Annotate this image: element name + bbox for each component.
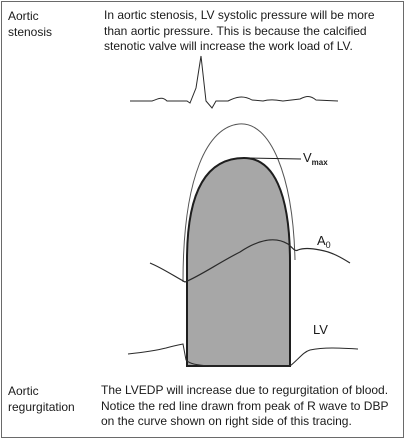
stenosis-section-label: Aortic stenosis xyxy=(8,9,53,39)
outer-pressure-envelope xyxy=(182,123,296,283)
stenosis-description: In aortic stenosis, LV systolic pressure… xyxy=(104,8,375,53)
regurgitation-description: The LVEDP will increase due to regurgita… xyxy=(101,383,389,428)
aortic-pressure-label: A0 xyxy=(317,233,331,250)
lv-label: LV xyxy=(313,322,328,337)
vmax-pointer-line xyxy=(249,157,302,160)
aortic-pressure-trace xyxy=(149,239,351,283)
lv-baseline-trace xyxy=(127,343,359,367)
ecg-trace xyxy=(130,55,339,109)
regurgitation-section-label: Aortic regurgitation xyxy=(8,384,75,414)
vmax-label: Vmax xyxy=(303,150,328,167)
lv-pressure-dome xyxy=(186,156,291,367)
